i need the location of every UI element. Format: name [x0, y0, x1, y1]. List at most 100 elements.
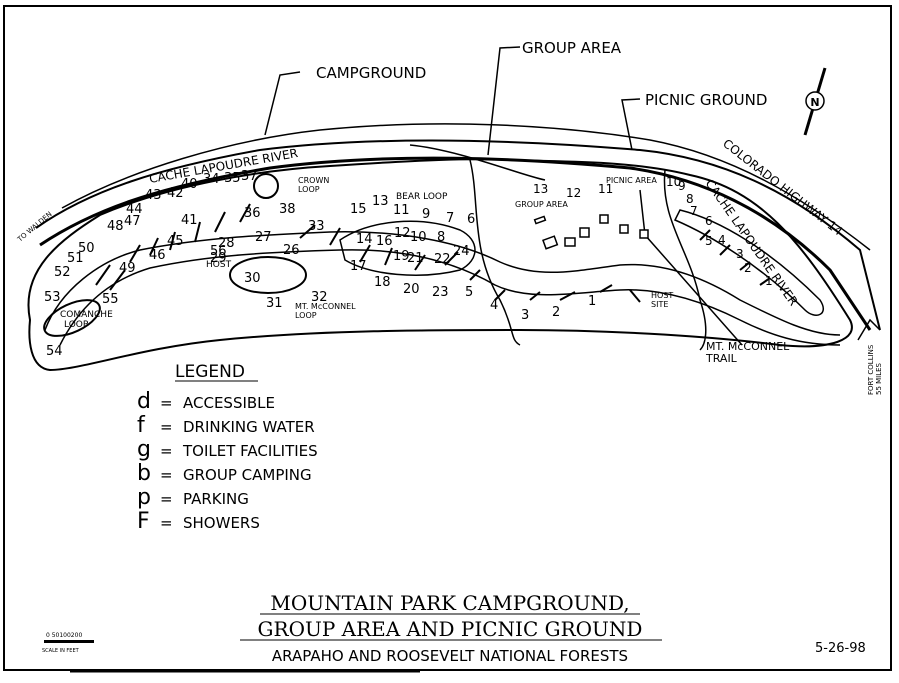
legend-symbol: b [137, 461, 151, 486]
site-number: 32 [311, 290, 328, 305]
picnic-site-number: 3 [736, 247, 744, 261]
picnic-loop-shape [673, 209, 825, 316]
site-number: 31 [266, 296, 283, 311]
bear-loop-shape [339, 220, 476, 276]
site-number: 19 [393, 249, 410, 264]
title-line-2: GROUP AREA AND PICNIC GROUND [258, 617, 643, 641]
site-number: 55 [102, 292, 119, 307]
site-number: 49 [119, 261, 136, 276]
site-number: 1 [588, 294, 596, 309]
legend-label: GROUP CAMPING [183, 466, 312, 484]
comanche-loop-label-2: LOOP [64, 320, 89, 330]
site-number: 56 [210, 244, 227, 259]
picnic-site-number: 13 [533, 182, 548, 196]
site-number: 13 [372, 194, 389, 209]
group-area-small-label: GROUP AREA [515, 200, 568, 209]
picnic-site-number: 12 [566, 186, 581, 200]
title-line-3: ARAPAHO AND ROOSEVELT NATIONAL FORESTS [272, 647, 628, 665]
legend-equals: = [160, 442, 173, 460]
river-bank-south [39, 156, 872, 331]
bear-loop-label: BEAR LOOP [396, 192, 448, 202]
site-number: 5 [465, 285, 473, 300]
site-number: 29 [210, 251, 227, 266]
site-number: 48 [107, 219, 124, 234]
title-line-1: MOUNTAIN PARK CAMPGROUND, [270, 591, 629, 615]
site-number: 36 [244, 206, 261, 221]
site-number: 28 [218, 236, 235, 251]
site-number: 23 [432, 285, 449, 300]
site-number: 15 [350, 202, 367, 217]
site-number: 7 [446, 211, 454, 226]
campground-label: CAMPGROUND [316, 64, 426, 82]
river-bank-north [35, 139, 881, 331]
site-number: 50 [78, 241, 95, 256]
site-number: 27 [255, 230, 272, 245]
legend-symbol: d [137, 389, 151, 414]
mcconnel-loop-label: MT. McCONNEL [295, 302, 356, 311]
host-site-label: HOST [651, 291, 673, 300]
map-border [3, 5, 892, 671]
site-number: 18 [374, 275, 391, 290]
site-number: 53 [44, 290, 61, 305]
picnic-site-number: 9 [678, 179, 686, 193]
site-number: 9 [422, 207, 430, 222]
site-number: 51 [67, 251, 84, 266]
crown-loop-shape [253, 173, 279, 199]
crown-loop-label: CROWN [298, 176, 329, 185]
date-label: 5-26-98 [815, 641, 866, 656]
site-number: 37 [241, 169, 258, 184]
legend-label: DRINKING WATER [183, 418, 315, 436]
site-number: 33 [308, 219, 325, 234]
site-number: 41 [181, 213, 198, 228]
scale-label: SCALE IN FEET [42, 648, 80, 654]
picnic-site-number: 7 [690, 204, 698, 218]
picnic-site-number: 2 [744, 261, 752, 275]
comanche-loop-label: COMANCHE [60, 310, 113, 320]
site-spurs [95, 203, 771, 303]
site-number: 45 [167, 234, 184, 249]
picnic-site-number: 5 [705, 234, 713, 248]
site-number: 54 [46, 344, 63, 359]
site-number: 17 [350, 259, 367, 274]
site-number: 42 [167, 186, 184, 201]
site-number: 47 [124, 214, 141, 229]
legend-label: ACCESSIBLE [183, 394, 275, 412]
site-number: 3 [521, 308, 529, 323]
main-road [44, 231, 841, 336]
legend-label: TOILET FACILITIES [182, 442, 318, 460]
host-site-label-2: SITE [651, 300, 668, 309]
site-number: 10 [410, 230, 427, 245]
campground-boundary [27, 158, 853, 372]
site-number: 40 [181, 177, 198, 192]
group-area-label: GROUP AREA [522, 39, 622, 57]
site-number: 44 [126, 202, 143, 217]
scale-ticks: 0 50100200 [46, 632, 82, 639]
picnic-site-number: 1 [765, 274, 773, 288]
site-number: 22 [434, 252, 451, 267]
legend-title: LEGEND [175, 362, 245, 382]
site-number: 16 [376, 234, 393, 249]
legend-equals: = [160, 418, 173, 436]
site-number: 38 [279, 202, 296, 217]
scale-bar [44, 640, 94, 643]
legend-equals: = [160, 394, 173, 412]
site-number: 30 [244, 271, 261, 286]
picnic-ground-label: PICNIC GROUND [645, 91, 767, 109]
group-area-buildings [533, 214, 649, 250]
picnic-site-number: 10 [666, 175, 681, 189]
picnic-site-number: 4 [718, 233, 726, 247]
picnic-site-number: 8 [686, 192, 694, 206]
site-number: 43 [145, 188, 162, 203]
site-number: 52 [54, 265, 71, 280]
site-number: 14 [356, 232, 373, 247]
site-number: 24 [453, 244, 470, 259]
trail-label-2: TRAIL [705, 352, 738, 365]
legend-equals: = [160, 490, 173, 508]
north-label: N [810, 96, 819, 109]
legend-symbol: g [137, 437, 151, 462]
fort-collins-label: FORT COLLINS [867, 344, 875, 395]
